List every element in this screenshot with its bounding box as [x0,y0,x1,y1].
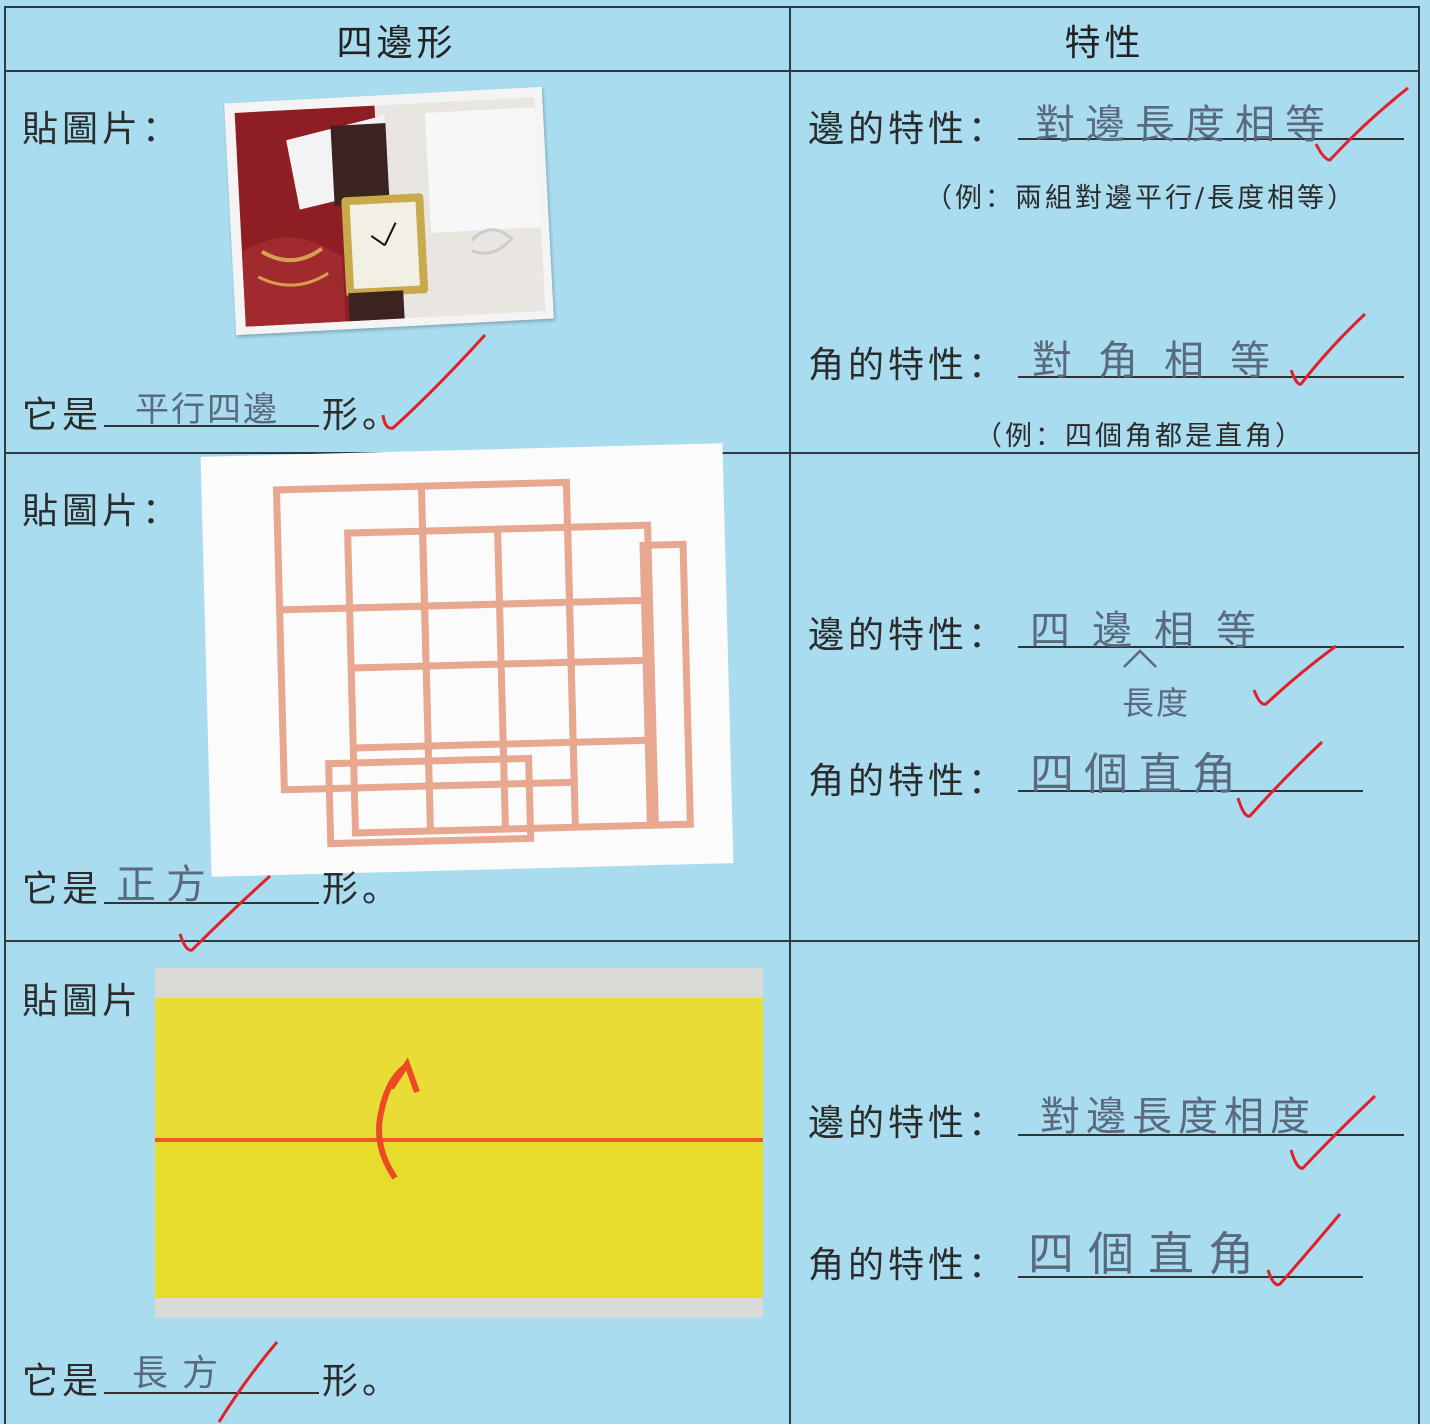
table-divider-vertical [789,6,791,1424]
side-answer-underline [1018,1134,1404,1136]
paste-picture-label: 貼圖片 [22,981,143,1022]
shape-suffix: 形。 [322,1361,403,1402]
red-check-icon [1236,740,1324,818]
it-is-label: 它是 [22,869,103,910]
handwritten-insert: 長度 [1122,684,1191,722]
handwritten-side-answer: 四邊相等 [1030,608,1278,654]
side-property-label: 邊的特性： [808,1103,1009,1144]
angle-answer-underline [1018,790,1363,792]
insertion-caret-icon [1123,649,1157,668]
angle-answer-underline [1018,376,1404,378]
angle-property-label: 角的特性： [808,1245,1009,1286]
handwritten-shape-answer: 平行四邊 [135,390,279,430]
watch-image [234,97,546,327]
red-check-icon [178,874,272,952]
answer-underline [104,425,319,427]
angle-property-label: 角的特性： [808,345,1009,386]
handwritten-shape-answer: 長方 [132,1353,233,1394]
angle-property-label: 角的特性： [808,761,1009,802]
row-separator-2 [4,940,1420,942]
red-check-icon [381,333,487,430]
red-check-icon [1289,1094,1377,1170]
red-check-icon [1289,312,1367,386]
table-border-top [4,6,1420,8]
shelf-image [272,478,694,848]
answer-underline [104,1392,319,1394]
handwritten-angle-answer: 四個直角 [1028,1227,1268,1281]
angle-example-hint: （例：四個角都是直角） [975,421,1305,452]
answer-underline [104,902,319,904]
photo-shelf [200,443,734,877]
side-property-label: 邊的特性： [808,109,1009,150]
folded-paper-image [155,968,763,1318]
it-is-label: 它是 [22,395,103,436]
photo-watch [224,86,554,336]
angle-answer-underline [1018,1276,1363,1278]
paste-picture-label: 貼圖片： [22,491,183,532]
red-check-icon [1266,1213,1342,1287]
header-properties: 特性 [1064,23,1145,64]
handwritten-angle-answer: 對角相等 [1032,338,1296,384]
side-property-label: 邊的特性： [808,615,1009,656]
side-answer-underline [1018,646,1404,648]
it-is-label: 它是 [22,1361,103,1402]
red-check-icon [1314,86,1409,162]
handwritten-side-answer: 對邊長度相度 [1040,1094,1316,1140]
handwritten-angle-answer: 四個直角 [1030,749,1246,800]
photo-paper [155,968,763,1318]
shape-suffix: 形。 [322,395,403,436]
side-answer-underline [1018,138,1404,140]
header-separator [4,70,1420,72]
table-border-right [1418,6,1420,1424]
red-check-icon [1252,644,1337,706]
paste-picture-label: 貼圖片： [22,109,183,150]
shape-suffix: 形。 [322,869,403,910]
handwritten-side-answer: 對邊長度相等 [1035,102,1335,148]
side-example-hint: （例：兩組對邊平行/長度相等） [925,183,1358,214]
header-quadrilateral: 四邊形 [336,23,457,64]
red-check-icon [217,1341,279,1423]
handwritten-shape-answer: 正方 [116,862,216,908]
table-border-left [4,6,6,1424]
